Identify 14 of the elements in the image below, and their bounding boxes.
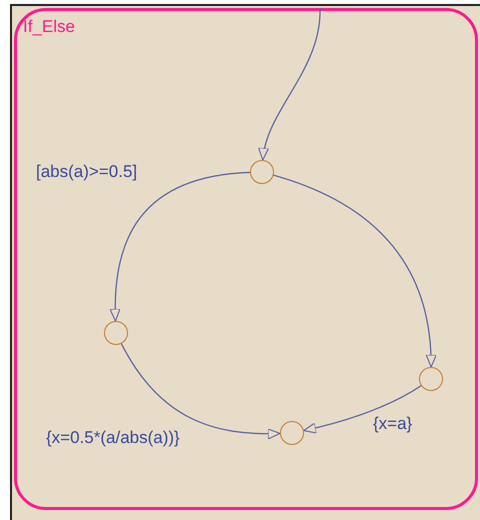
- transition-arrow: [273, 174, 436, 368]
- transition-arrow: [110, 172, 250, 322]
- transition-arrow: [120, 343, 280, 440]
- junction-circle: [280, 421, 304, 445]
- state-name: If_Else: [23, 17, 75, 37]
- edge-label: [abs(a)>=0.5]: [36, 162, 138, 182]
- junction-circle: [419, 367, 443, 391]
- edge-label: {x=a}: [373, 414, 412, 434]
- edge-label: {x=0.5*(a/abs(a))}: [46, 428, 180, 448]
- transition-arrow: [259, 8, 321, 161]
- transition-arrow: [303, 385, 422, 434]
- state-box: [14, 8, 478, 510]
- junction-circle: [104, 321, 128, 345]
- junction-circle: [250, 160, 274, 184]
